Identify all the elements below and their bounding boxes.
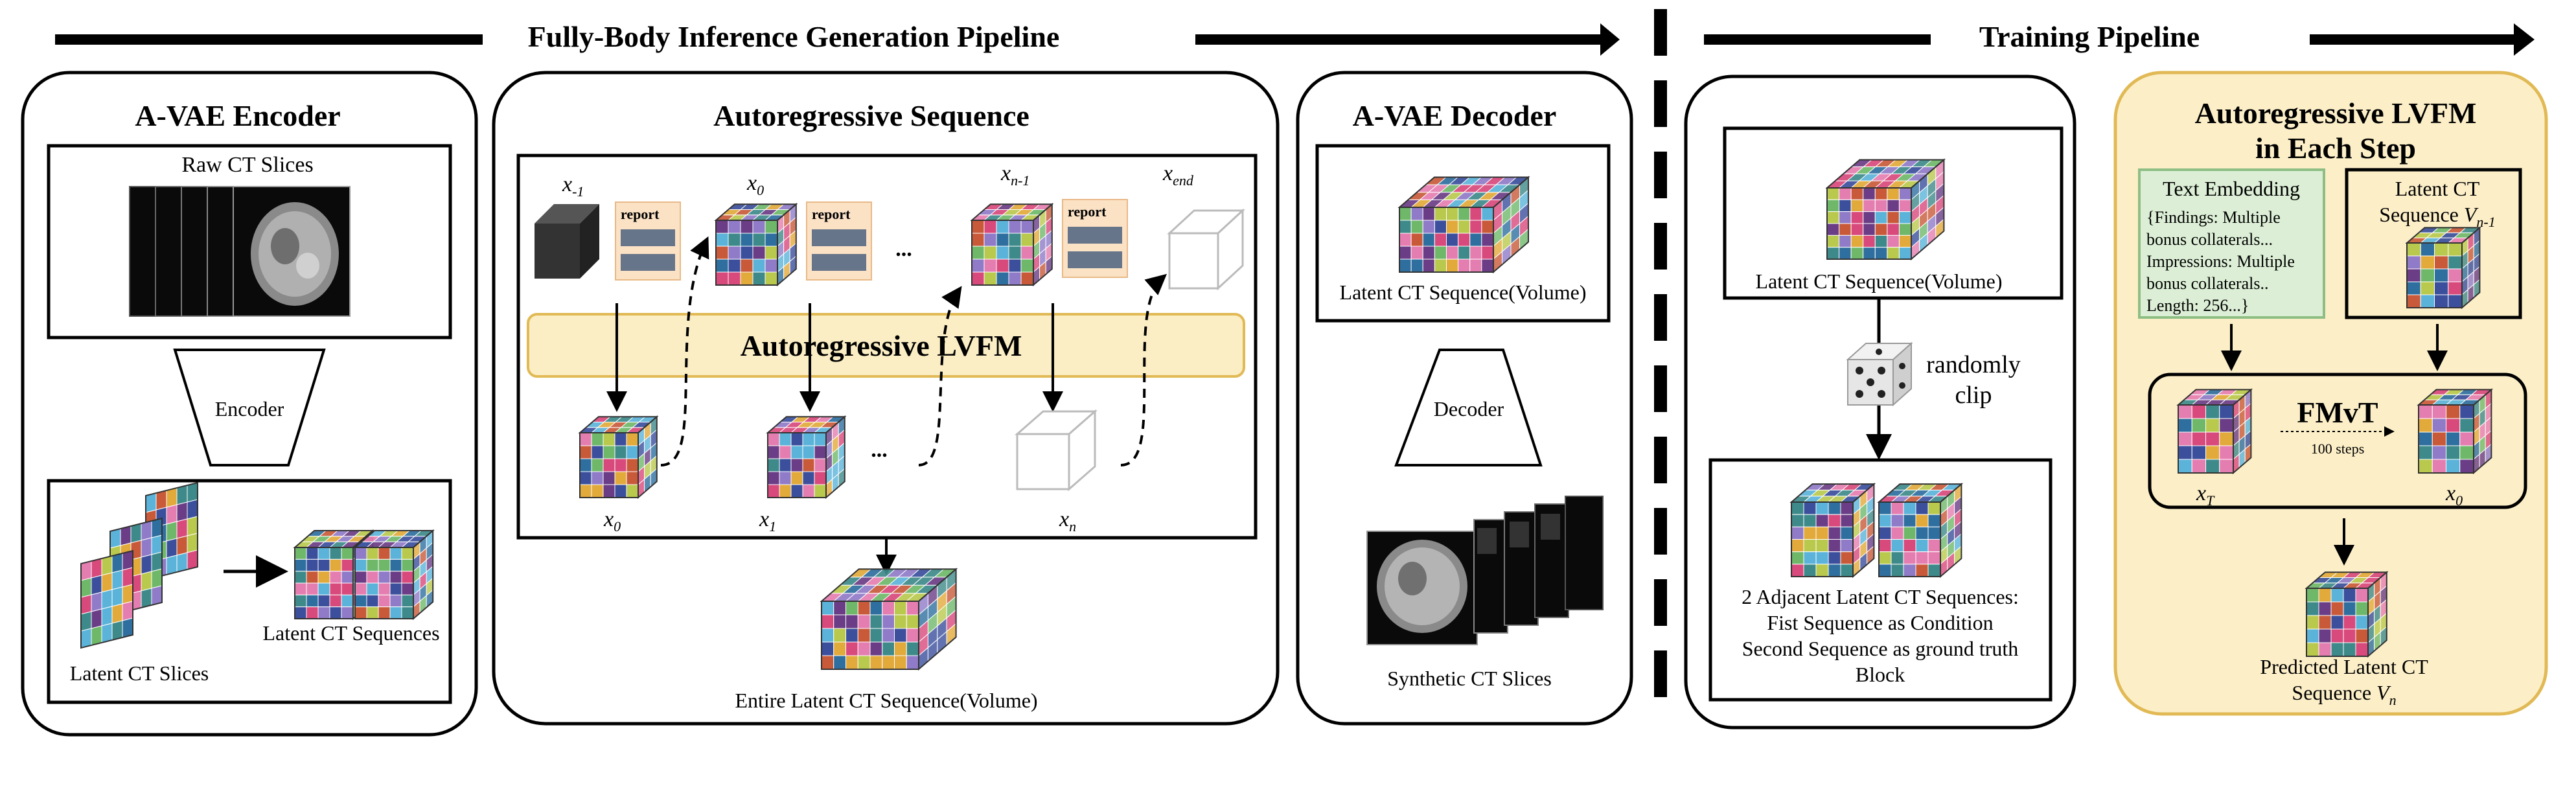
latent-slices-label: Latent CT Slices — [70, 661, 209, 685]
training-volume — [1825, 158, 1946, 261]
synthetic-ct-slices-stack — [1366, 496, 1604, 645]
decoder-trapezoid — [1394, 349, 1543, 466]
decoder-panel: A-VAE Decoder Latent CT Sequence(Volume)… — [1296, 71, 1633, 726]
label-x1: x1 — [759, 507, 776, 534]
adjacent-line-4: Block — [1856, 663, 1905, 686]
label-x0-step: x0 — [2445, 481, 2463, 509]
latent-input-title-1: Latent CT — [2395, 177, 2480, 200]
synthetic-slices-label: Synthetic CT Slices — [1387, 667, 1552, 690]
text-embedding-box — [2138, 168, 2325, 319]
label-x-minus1: x-1 — [562, 172, 584, 200]
lvfm-step-panel: Autoregressive LVFM in Each Step Text Em… — [2113, 71, 2548, 716]
raw-ct-slices-stack — [129, 186, 351, 317]
encoder-label: Encoder — [215, 397, 284, 420]
label-xn-minus1: xn-1 — [1000, 161, 1029, 189]
clip-label-line1: randomly — [1926, 351, 2021, 378]
latent-ct-slices — [80, 481, 198, 649]
bottom-row-cubes — [578, 415, 847, 500]
latent-input-cube — [2405, 226, 2482, 310]
start-token-cube — [535, 204, 599, 279]
encoder-panel: A-VAE Encoder Raw CT Slices Encoder Late… — [21, 71, 478, 737]
raw-slices-box — [47, 144, 452, 339]
decoder-title: A-VAE Decoder — [1353, 99, 1557, 132]
ellipsis-top: ... — [895, 237, 912, 261]
text-embedding-line-3: Impressions: Multiple — [2146, 252, 2295, 271]
lvfm-label: Autoregressive LVFM — [741, 329, 1022, 362]
label-x0-bottom: x0 — [603, 507, 621, 534]
text-embedding-line-2: bonus collaterals... — [2146, 230, 2273, 249]
latent-input-title-2: Sequence Vn-1 — [2379, 203, 2495, 230]
clip-label-line2: clip — [1955, 382, 1992, 409]
encoder-trapezoid — [173, 349, 326, 466]
predicted-label-1: Predicted Latent CT — [2260, 655, 2428, 678]
adjacent-line-1: 2 Adjacent Latent CT Sequences: — [1742, 585, 2019, 608]
training-title: Training Pipeline — [1979, 20, 2200, 53]
adjacent-line-3: Second Sequence as ground truth — [1742, 637, 2019, 660]
top-row-cubes — [714, 203, 1054, 287]
latent-sequences-label: Latent CT Sequences — [262, 621, 439, 645]
lvfm-step-title-1: Autoregressive LVFM — [2195, 97, 2477, 130]
text-embedding-title: Text Embedding — [2163, 177, 2300, 200]
encoder-title: A-VAE Encoder — [135, 99, 340, 132]
latent-input-box — [2345, 168, 2522, 319]
autoregressive-title: Autoregressive Sequence — [713, 99, 1029, 132]
fmvt-label: FMvT — [2297, 396, 2378, 429]
autoregressive-panel: Autoregressive Sequence x-1 x0 xn-1 xend… — [492, 71, 1280, 726]
label-xn: xn — [1059, 507, 1076, 534]
svg-text:report: report — [1068, 203, 1107, 220]
text-embedding-line-4: bonus collaterals.. — [2146, 274, 2268, 293]
steps-label: 100 steps — [2311, 441, 2365, 457]
decoder-volume-box — [1315, 144, 1611, 323]
latent-ct-sequences — [293, 529, 435, 621]
label-x0-top: x0 — [746, 171, 764, 198]
svg-text:report: report — [621, 206, 660, 222]
entire-sequence-label: Entire Latent CT Sequence(Volume) — [735, 689, 1037, 712]
sequence-arrows — [606, 236, 1167, 466]
training-volume-label: Latent CT Sequence(Volume) — [1756, 270, 2003, 293]
text-embedding-line-5: Length: 256...} — [2146, 296, 2249, 315]
entire-sequence-volume — [820, 568, 958, 671]
svg-text:report: report — [812, 206, 851, 222]
raw-slices-label: Raw CT Slices — [181, 153, 313, 177]
end-token-cube — [1167, 208, 1245, 291]
lvfm-bar — [527, 313, 1245, 378]
inference-header: Fully-Body Inference Generation Pipeline — [55, 20, 1620, 56]
decoder-volume-label: Latent CT Sequence(Volume) — [1340, 281, 1587, 304]
label-xend: xend — [1162, 161, 1194, 189]
adjacent-line-2: Fist Sequence as Condition — [1767, 611, 1993, 634]
predicted-label-2: Sequence Vn — [2292, 681, 2396, 708]
label-xT: xT — [2196, 481, 2215, 509]
inference-title: Fully-Body Inference Generation Pipeline — [528, 20, 1060, 53]
training-volume-box — [1723, 126, 2064, 300]
lvfm-step-title-2: in Each Step — [2255, 132, 2416, 165]
adjacent-box — [1708, 458, 2053, 702]
fmvt-box — [2148, 373, 2527, 509]
decoder-volume — [1397, 176, 1530, 274]
training-header: Training Pipeline — [1704, 20, 2535, 56]
ellipsis-bottom: ... — [871, 438, 888, 462]
bottom-end-cube — [1015, 409, 1098, 492]
fmvt-cubes — [2176, 388, 2494, 475]
text-embedding-line-1: {Findings: Multiple — [2146, 208, 2281, 227]
predicted-cube — [2305, 571, 2389, 658]
latent-box — [47, 479, 452, 704]
decoder-label: Decoder — [1434, 397, 1504, 420]
training-panel: Latent CT Sequence(Volume) randomly clip… — [1684, 75, 2076, 730]
dice-icon — [1846, 341, 1913, 407]
adjacent-sequences — [1789, 482, 1964, 579]
report-cards: report report report — [615, 199, 1128, 281]
